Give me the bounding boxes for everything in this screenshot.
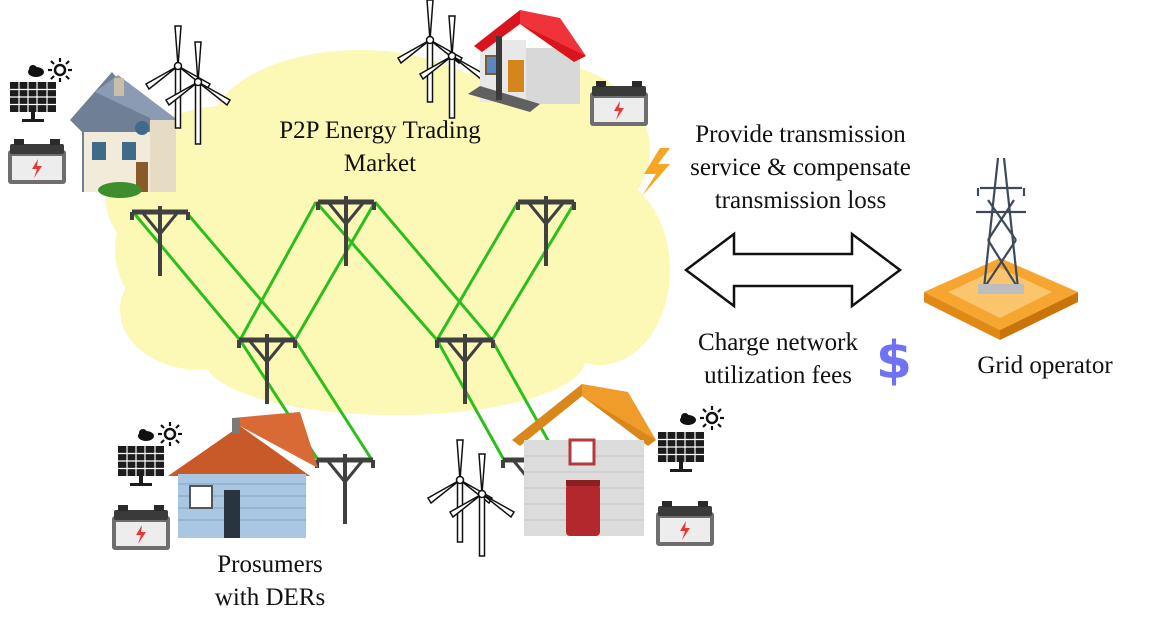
sun-icon: [156, 420, 184, 448]
transmission-service-text: Provide transmission service & compensat…: [668, 118, 933, 217]
fees-text-line: utilization fees: [704, 362, 852, 389]
prosumers-label: Prosumers with DERs: [150, 548, 390, 614]
battery-icon: [8, 139, 66, 184]
solar-panel-icon: [117, 445, 165, 487]
transmission-text-line: transmission loss: [714, 187, 887, 214]
transmission-text-line: service & compensate: [690, 154, 911, 181]
grid-operator-tower-icon: [924, 157, 1078, 340]
house-icon: [512, 384, 656, 536]
sun-icon: [698, 404, 726, 432]
fees-text-line: Charge network: [698, 329, 858, 356]
network-fees-text: Charge network utilization fees: [668, 326, 888, 392]
double-arrow-icon: [683, 231, 903, 309]
prosumer-top-center: [397, 0, 648, 126]
battery-icon: [656, 501, 714, 546]
lightning-icon: [642, 148, 670, 196]
prosumer-top-left: [8, 25, 231, 198]
cloud-icon: [28, 65, 44, 77]
market-title-line: Market: [343, 150, 417, 177]
battery-icon: [590, 81, 648, 126]
market-title: P2P Energy Trading Market: [215, 114, 545, 180]
prosumers-label-line: with DERs: [214, 584, 326, 611]
market-title-line: P2P Energy Trading: [279, 117, 481, 144]
market-cloud: [105, 50, 670, 415]
battery-icon: [112, 505, 170, 550]
house-icon: [468, 10, 586, 112]
house-icon: [70, 72, 176, 198]
prosumer-bottom-center: [427, 384, 726, 557]
cloud-icon: [138, 429, 154, 441]
house-icon: [168, 412, 318, 538]
transmission-pole-icon: [317, 454, 373, 524]
grid-operator-label: Grid operator: [977, 352, 1113, 379]
prosumer-bottom-left: [112, 412, 318, 550]
svg-text:$: $: [876, 331, 912, 391]
cloud-icon: [680, 413, 696, 425]
sun-icon: [46, 56, 74, 84]
prosumers-label-line: Prosumers: [217, 551, 323, 578]
dollar-sign-icon: $: [876, 331, 912, 391]
solar-panel-icon: [657, 431, 705, 473]
solar-panel-icon: [9, 81, 57, 123]
transmission-text-line: Provide transmission: [695, 121, 906, 148]
